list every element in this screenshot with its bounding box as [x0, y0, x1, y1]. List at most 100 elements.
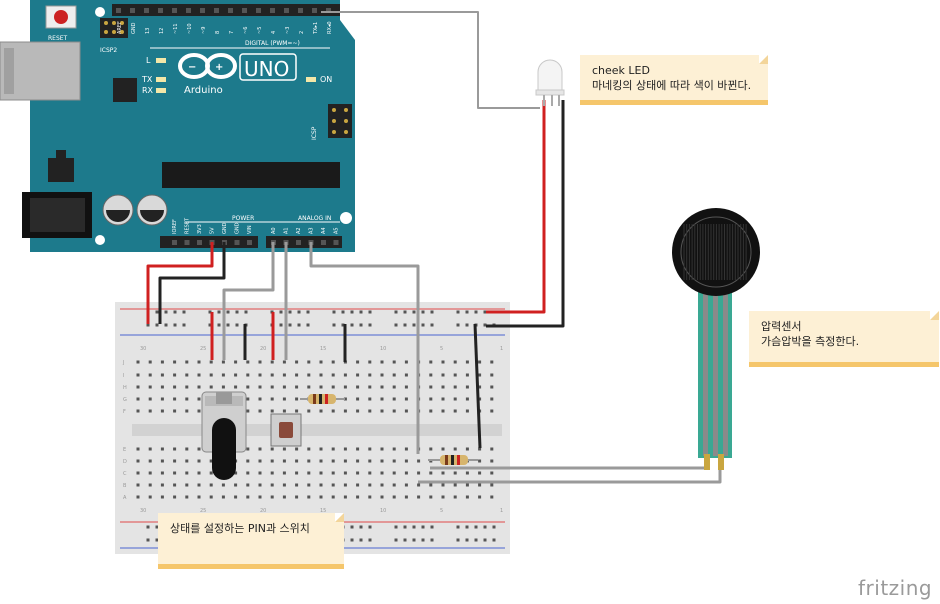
rail-hole — [350, 310, 354, 314]
svg-text:+: + — [215, 62, 223, 73]
rail-hole — [403, 310, 407, 314]
terminal-hole — [246, 483, 250, 487]
terminal-hole — [356, 459, 360, 463]
column-number: 1 — [500, 346, 503, 352]
rail-hole — [430, 538, 434, 542]
terminal-hole — [136, 447, 140, 451]
rail-hole — [359, 323, 363, 327]
rail-hole — [430, 525, 434, 529]
wire-5v-red — [146, 242, 214, 324]
terminal-hole — [258, 373, 262, 377]
header-pin-hole — [312, 8, 317, 13]
terminal-hole — [441, 495, 445, 499]
digital-pin-label: 8 — [215, 31, 221, 34]
wire-led-red — [486, 100, 546, 314]
note-state-switch: 상태를 설정하는 PIN과 스위치 — [158, 513, 344, 569]
terminal-hole — [392, 483, 396, 487]
power-pin-label: IOREF — [172, 219, 178, 234]
power-pin-hole — [184, 240, 190, 245]
terminal-hole — [319, 447, 323, 451]
terminal-hole — [185, 360, 189, 364]
terminal-hole — [368, 483, 372, 487]
terminal-hole — [404, 447, 408, 451]
terminal-hole — [136, 385, 140, 389]
terminal-hole — [453, 385, 457, 389]
terminal-hole — [331, 483, 335, 487]
rail-hole — [155, 538, 159, 542]
rail-hole — [279, 310, 283, 314]
terminal-hole — [441, 373, 445, 377]
terminal-hole — [331, 385, 335, 389]
terminal-hole — [258, 495, 262, 499]
fritzing-watermark: fritzing — [858, 576, 933, 600]
rail-hole — [430, 310, 434, 314]
terminal-hole — [295, 471, 299, 475]
terminal-hole — [282, 483, 286, 487]
row-letter: H — [123, 385, 127, 391]
terminal-hole — [356, 471, 360, 475]
column-number: 5 — [440, 508, 443, 514]
terminal-hole — [185, 459, 189, 463]
led-label-on: ON — [320, 75, 332, 84]
terminal-hole — [295, 447, 299, 451]
terminal-hole — [185, 385, 189, 389]
rail-hole — [350, 538, 354, 542]
row-letter: A — [123, 495, 127, 501]
column-number: 1 — [500, 508, 503, 514]
terminal-hole — [270, 373, 274, 377]
terminal-hole — [282, 447, 286, 451]
wire-gnd-black — [158, 242, 226, 324]
terminal-hole — [307, 409, 311, 413]
terminal-hole — [148, 459, 152, 463]
column-number: 20 — [260, 508, 266, 514]
terminal-hole — [319, 483, 323, 487]
rail-hole — [412, 323, 416, 327]
terminal-hole — [392, 373, 396, 377]
terminal-hole — [136, 483, 140, 487]
terminal-hole — [160, 447, 164, 451]
terminal-hole — [148, 385, 152, 389]
power-pin-hole — [247, 240, 252, 245]
terminal-hole — [185, 447, 189, 451]
rail-hole — [244, 310, 248, 314]
terminal-hole — [490, 385, 494, 389]
digital-pin-label: ~5 — [257, 27, 263, 34]
terminal-hole — [356, 409, 360, 413]
rail-hole — [421, 525, 425, 529]
terminal-hole — [307, 495, 311, 499]
jumper-black-3 — [473, 323, 482, 449]
terminal-hole — [160, 397, 164, 401]
column-number: 15 — [320, 346, 326, 352]
rail-hole — [297, 323, 301, 327]
terminal-hole — [185, 373, 189, 377]
terminal-hole — [404, 409, 408, 413]
terminal-hole — [307, 447, 311, 451]
header-pin-hole — [214, 8, 219, 13]
header-pin-hole — [326, 8, 331, 13]
digital-pin-label: 2 — [299, 31, 305, 34]
rail-hole — [421, 310, 425, 314]
terminal-hole — [295, 495, 299, 499]
terminal-hole — [453, 447, 457, 451]
terminal-hole — [356, 495, 360, 499]
rail-hole — [155, 323, 159, 327]
header-pin-hole — [256, 8, 261, 13]
push-button — [270, 413, 302, 447]
board-brand: Arduino — [184, 85, 223, 96]
terminal-hole — [478, 459, 482, 463]
terminal-hole — [343, 397, 347, 401]
rail-hole — [474, 525, 478, 529]
terminal-hole — [404, 397, 408, 401]
header-pin-hole — [158, 8, 163, 13]
terminal-hole — [282, 385, 286, 389]
rail-hole — [173, 323, 177, 327]
terminal-hole — [429, 385, 433, 389]
note-pressure-title: 압력센서 — [761, 320, 802, 333]
rail-hole — [155, 525, 159, 529]
terminal-hole — [380, 360, 384, 364]
terminal-hole — [453, 397, 457, 401]
rail-hole — [341, 323, 345, 327]
terminal-hole — [465, 373, 469, 377]
rail-hole — [306, 323, 310, 327]
